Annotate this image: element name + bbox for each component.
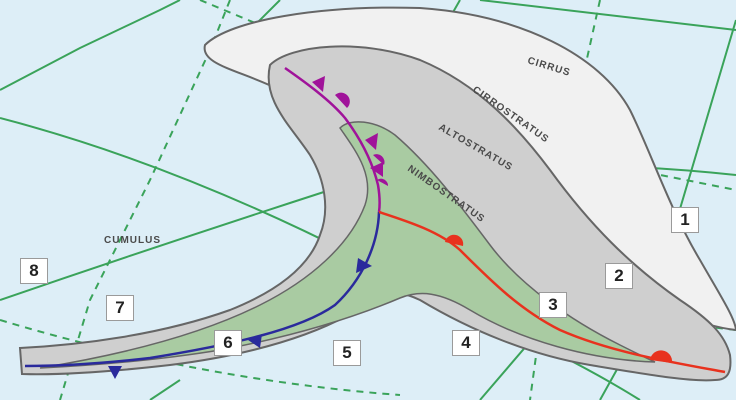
grid-line-solid <box>479 0 736 31</box>
warm-front-semicircle <box>650 350 673 363</box>
marker-8: 8 <box>20 258 48 284</box>
occluded-front-triangle <box>365 133 378 150</box>
occluded-front <box>284 66 389 213</box>
cold-front <box>24 211 381 379</box>
occluded-front-triangle <box>370 162 383 177</box>
cold-front-triangle <box>108 366 122 379</box>
warm-front <box>378 210 726 374</box>
occluded-front-semicircle <box>335 92 350 108</box>
occluded-front-triangle <box>312 76 325 92</box>
warm-front-semicircle <box>445 234 464 246</box>
nimbostratus-cloud-band <box>39 121 656 369</box>
cold-front-triangle <box>248 334 262 348</box>
grid-line-dashed <box>0 319 401 396</box>
grid-line-dashed <box>609 164 736 191</box>
marker-2: 2 <box>605 263 633 289</box>
marker-3: 3 <box>539 292 567 318</box>
marker-4: 4 <box>452 330 480 356</box>
label-cumulus: CUMULUS <box>104 235 161 246</box>
grid-line-solid <box>149 379 181 400</box>
marker-1: 1 <box>671 207 699 233</box>
grid-line-dashed <box>59 0 231 400</box>
marker-7: 7 <box>106 295 134 321</box>
cold-front-triangle <box>356 258 372 273</box>
marker-5: 5 <box>333 340 361 366</box>
occluded-front-semicircle <box>373 154 385 165</box>
grid-line-solid <box>0 0 181 91</box>
marker-6: 6 <box>214 330 242 356</box>
occluded-front-semicircle <box>377 178 389 186</box>
